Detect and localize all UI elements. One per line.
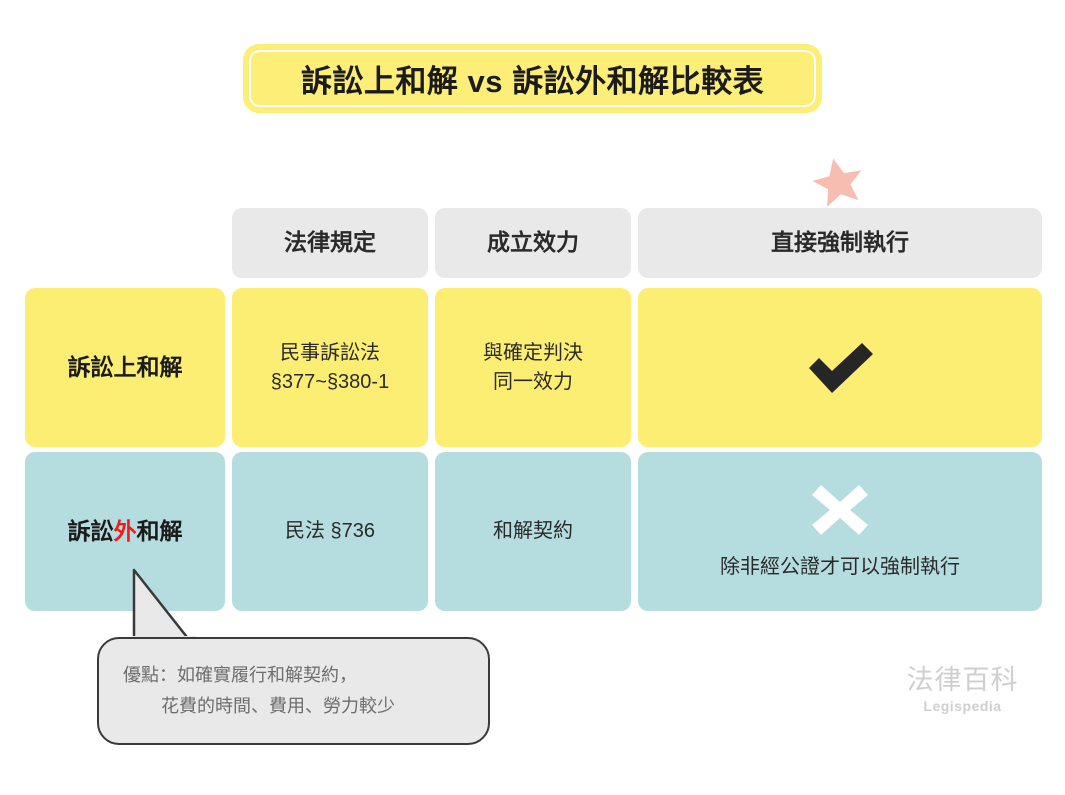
row-label-2-prefix: 訴訟 — [67, 517, 114, 544]
watermark-en: Legispedia — [923, 697, 1002, 714]
cell-row2-effect-line1: 和解契約 — [493, 520, 573, 542]
cell-row2-effect: 和解契約 — [435, 452, 631, 611]
callout-line-1: 優點：如確實履行和解契約， — [123, 664, 357, 685]
star-icon — [812, 158, 862, 206]
page-title: 訴訟上和解 vs 訴訟外和解比較表 — [300, 64, 765, 99]
cell-row1-effect-line1: 與確定判決 — [483, 341, 583, 364]
cross-icon — [812, 485, 868, 535]
watermark-logo: 法律百科 Legispedia — [880, 665, 1045, 714]
cell-row2-law: 民法 §736 — [232, 452, 428, 611]
cell-row2-enforcement-note: 除非經公證才可以強制執行 — [720, 556, 960, 578]
cell-row2-law-line1: 民法 §736 — [284, 520, 376, 542]
cell-row1-effect-line2: 同一效力 — [493, 370, 573, 393]
table-row: 訴訟外和解 — [25, 452, 225, 611]
column-header-3: 直接強制執行 — [638, 208, 1042, 278]
cell-row1-effect: 與確定判決 同一效力 — [435, 288, 631, 447]
column-header-2: 成立效力 — [435, 208, 631, 278]
cell-row1-law: 民事訴訟法 §377~§380-1 — [232, 288, 428, 447]
cell-row2-enforcement: 除非經公證才可以強制執行 — [638, 452, 1042, 611]
column-header-1: 法律規定 — [232, 208, 428, 278]
column-header-1-label: 法律規定 — [284, 229, 376, 256]
check-icon — [809, 342, 873, 393]
table-row: 訴訟上和解 — [25, 288, 225, 447]
column-header-3-label: 直接強制執行 — [771, 229, 909, 256]
column-header-2-label: 成立效力 — [487, 229, 579, 256]
row-label-2-suffix: 和解 — [136, 517, 183, 544]
callout-tail — [132, 568, 196, 648]
title-inner-border — [249, 50, 816, 107]
row-label-1: 訴訟上和解 — [67, 353, 183, 380]
page-title-pill: 訴訟上和解 vs 訴訟外和解比較表 — [243, 44, 822, 113]
cell-row1-law-line1: 民事訴訟法 — [280, 341, 380, 364]
row-label-2-highlight: 外 — [113, 517, 137, 544]
callout-bubble: 優點：如確實履行和解契約， 花費的時間、費用、勞力較少 — [97, 637, 490, 745]
row-label-2: 訴訟外和解 — [68, 515, 183, 548]
cell-row1-law-line2: §377~§380-1 — [270, 370, 390, 393]
cell-row1-enforcement — [638, 288, 1042, 447]
callout-text: 優點：如確實履行和解契約， 花費的時間、費用、勞力較少 — [99, 639, 488, 743]
watermark-cn: 法律百科 — [906, 665, 1019, 695]
callout-line-2: 花費的時間、費用、勞力較少 — [161, 696, 395, 716]
